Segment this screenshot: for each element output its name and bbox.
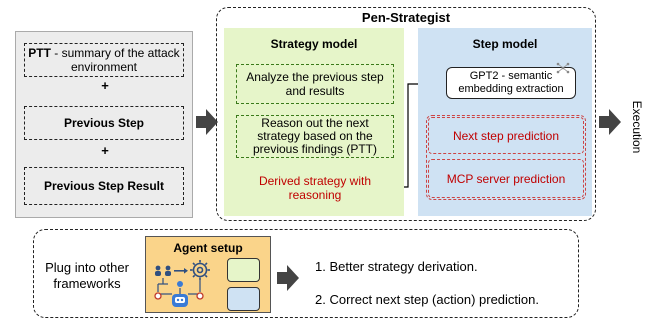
agent-setup-title: Agent setup — [173, 241, 243, 255]
analyze-box: Analyze the previous step and results — [236, 64, 394, 104]
ptt-text: PTT - summary of the attack environment — [25, 46, 183, 74]
plus-sign-2: + — [101, 142, 109, 158]
derived-strategy-text: Derived strategy with reasoning — [258, 174, 372, 202]
reason-box: Reason out the next strategy based on th… — [236, 115, 394, 158]
plug-in-frame — [33, 229, 579, 318]
ptt-label: PTT — [28, 46, 51, 60]
network-icon — [556, 61, 570, 75]
step-prediction-group — [426, 115, 586, 200]
pen-strategist-frame — [216, 7, 596, 221]
mcp-server-prediction-box: MCP server prediction — [428, 159, 584, 198]
pen-strategist-title: Pen-Strategist — [361, 9, 451, 25]
agent-network-icon — [152, 258, 216, 310]
step-model-panel — [418, 28, 592, 216]
step-model-title: Step model — [472, 37, 538, 51]
benefit-2: 2. Correct next step (action) prediction… — [315, 292, 539, 307]
benefit-1: 1. Better strategy derivation. — [315, 259, 478, 274]
strategy-model-swatch — [227, 258, 260, 282]
previous-step-result-box: Previous Step Result — [24, 167, 184, 205]
execution-label: Execution — [630, 100, 644, 154]
plus-sign-1: + — [101, 77, 109, 93]
ptt-box: PTT - summary of the attack environment — [24, 43, 184, 77]
gear-icon — [190, 260, 210, 280]
input-panel: PTT - summary of the attack environment … — [15, 31, 193, 218]
step-model-swatch — [227, 287, 260, 311]
gpt2-box: GPT2 - semantic embedding extraction — [446, 67, 576, 99]
plug-to-benefits-arrow — [277, 265, 299, 291]
ptt-description: - summary of the attack environment — [50, 46, 180, 74]
strategist-to-execution-arrow — [599, 109, 621, 135]
strategy-model-panel — [224, 28, 404, 216]
strategy-model-title: Strategy model — [270, 37, 358, 51]
plug-into-frameworks-text: Plug into other frameworks — [45, 260, 129, 291]
next-step-prediction-box: Next step prediction — [428, 117, 584, 154]
input-to-strategist-arrow — [196, 109, 218, 135]
previous-step-box: Previous Step — [24, 106, 184, 140]
